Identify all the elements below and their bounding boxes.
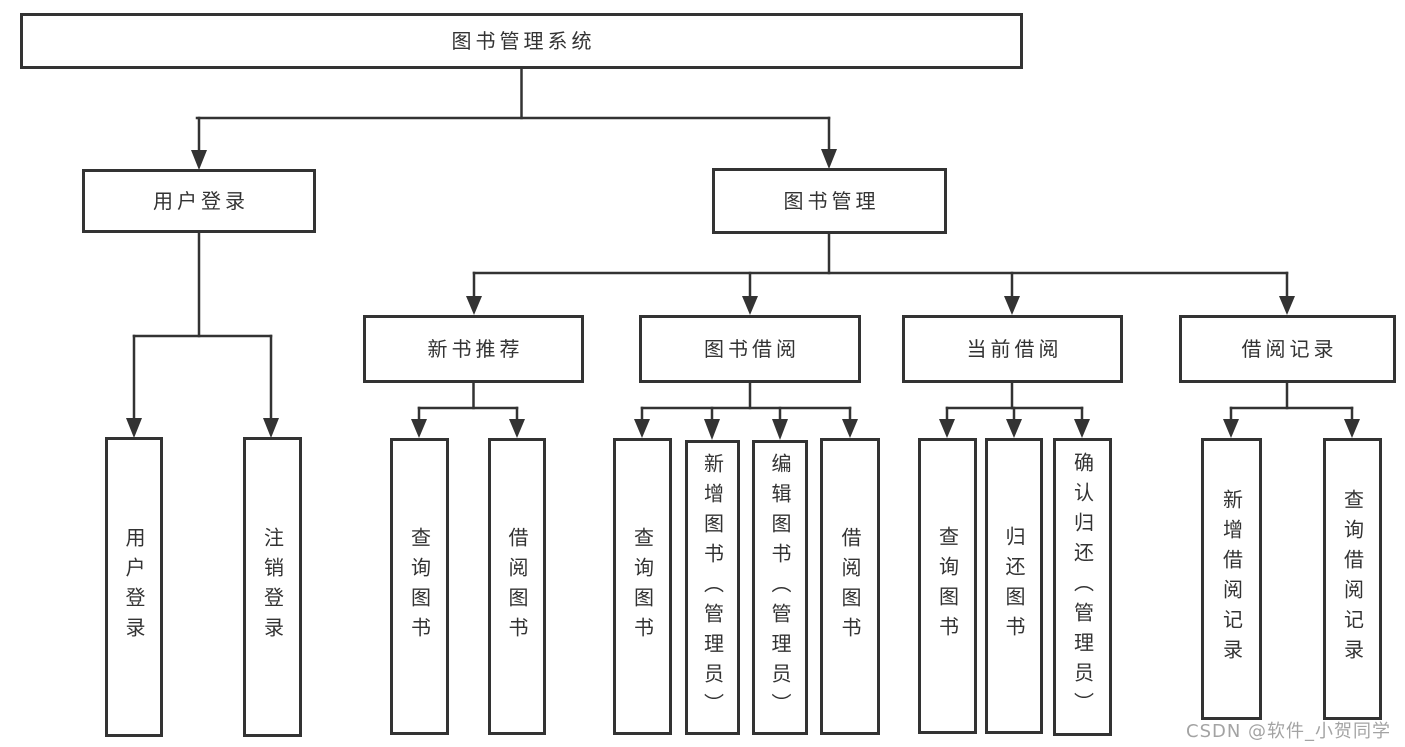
leaf-query-books-borrowing: 查询图书 (613, 438, 672, 735)
node-library-system: 图书管理系统 (20, 13, 1023, 69)
leaf-edit-books-admin: 编辑图书（管理员） (752, 440, 808, 735)
node-book-management: 图书管理 (712, 168, 947, 234)
leaf-query-books-current: 查询图书 (918, 438, 977, 734)
leaf-return-books: 归还图书 (985, 438, 1043, 734)
leaf-user-login: 用户登录 (105, 437, 163, 737)
watermark: CSDN @软件_小贺同学 (1186, 721, 1392, 742)
leaf-add-borrow-record: 新增借阅记录 (1201, 438, 1262, 720)
node-book-borrowing: 图书借阅 (639, 315, 861, 383)
leaf-query-books-recommend: 查询图书 (390, 438, 449, 735)
node-borrow-records: 借阅记录 (1179, 315, 1396, 383)
node-current-borrowing: 当前借阅 (902, 315, 1123, 383)
leaf-logout: 注销登录 (243, 437, 302, 737)
leaf-borrow-books-recommend: 借阅图书 (488, 438, 546, 735)
node-user-login: 用户登录 (82, 169, 316, 233)
leaf-query-borrow-record: 查询借阅记录 (1323, 438, 1382, 720)
node-new-book-recommend: 新书推荐 (363, 315, 584, 383)
leaf-borrow-books-borrowing: 借阅图书 (820, 438, 880, 735)
leaf-add-books-admin: 新增图书（管理员） (685, 440, 740, 735)
leaf-confirm-return-admin: 确认归还（管理员） (1053, 438, 1112, 736)
